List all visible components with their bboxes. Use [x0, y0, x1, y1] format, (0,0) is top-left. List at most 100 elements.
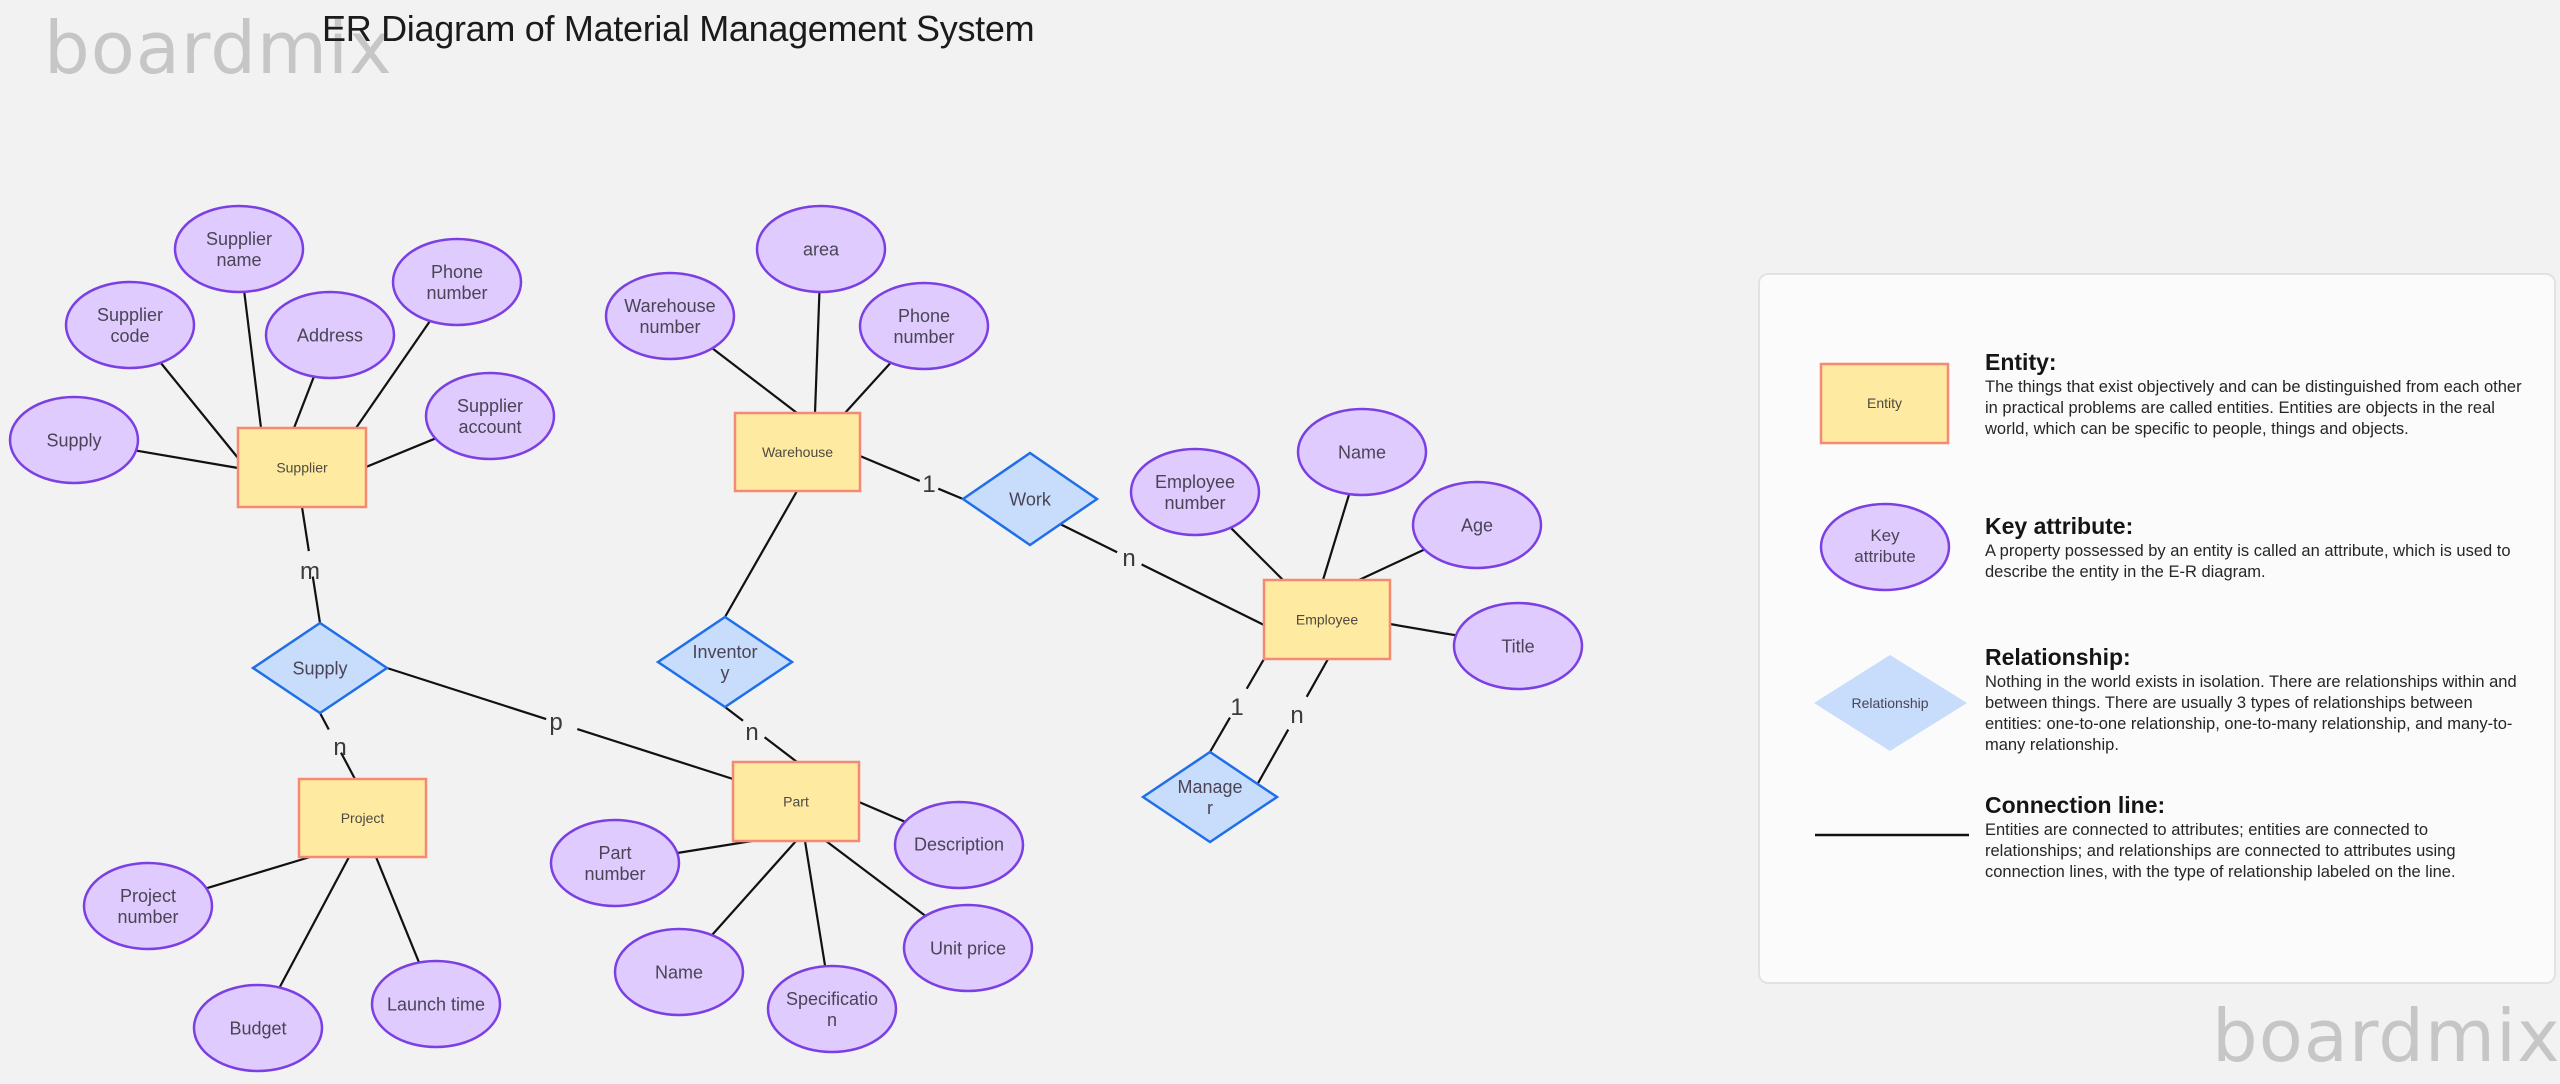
legend-relationship: Relationship: Nothing in the world exist… — [1985, 644, 2525, 756]
attribute-supplier-1-label: Supply — [46, 430, 101, 450]
relationship-work[interactable]: Work — [960, 451, 1100, 547]
connector-part-attr-5 — [858, 800, 906, 823]
relation-line-supplier-supply-b — [311, 576, 322, 624]
attribute-part-2[interactable]: Name — [613, 927, 745, 1017]
cardinality-work-employee: n — [1122, 545, 1135, 572]
cardinality-supply-part: p — [549, 709, 562, 736]
relationship-supply-diamond — [250, 621, 390, 715]
diagram-shapes: SupplierWarehousePartProjectEmployeeSupp… — [8, 204, 1584, 1073]
attribute-employee-3[interactable]: Age — [1411, 480, 1543, 570]
attribute-ellipse — [755, 204, 887, 294]
attribute-supplier-5-label-line2: number — [426, 283, 487, 303]
attribute-project-1-label-line1: Project — [120, 886, 176, 906]
entity-part-label: Part — [783, 793, 809, 809]
entity-project[interactable]: Project — [297, 777, 428, 859]
connector-warehouse-attr-3 — [844, 361, 892, 414]
attribute-ellipse — [1411, 480, 1543, 570]
legend-panel: Entity Key attribute Relationship Entity… — [1758, 273, 2556, 984]
attribute-ellipse — [192, 983, 324, 1073]
relation-line-employee-manager-n-a — [1305, 658, 1329, 698]
relationship-work-diamond — [960, 451, 1100, 547]
entity-warehouse[interactable]: Warehouse — [733, 411, 862, 493]
attribute-supplier-1[interactable]: Supply — [8, 395, 140, 485]
cardinality-employee-manager-1: 1 — [1230, 694, 1243, 721]
attribute-supplier-2-label-line2: code — [110, 326, 149, 346]
cardinality-warehouse-work: 1 — [922, 471, 935, 498]
attribute-warehouse-2[interactable]: area — [755, 204, 887, 294]
legend-entity-heading: Entity: — [1985, 349, 2057, 375]
attribute-supplier-6-label-line2: account — [458, 417, 521, 437]
connector-warehouse-attr-1 — [711, 347, 798, 414]
cardinality-supply-project: n — [333, 734, 346, 761]
connector-supplier-attr-2 — [159, 362, 239, 459]
attribute-warehouse-1-label-line1: Warehouse — [624, 296, 715, 316]
relation-line-work-employee-a — [1059, 523, 1118, 554]
legend-key-attribute-sample: Key attribute — [1819, 502, 1951, 592]
relationship-supply[interactable]: Supply — [250, 621, 390, 715]
attribute-supplier-4[interactable]: Address — [264, 290, 396, 380]
relation-line-supply-project-b — [340, 752, 356, 780]
attribute-part-3-label-line1: Specificatio — [786, 989, 878, 1009]
relationship-supply-label: Supply — [292, 658, 347, 678]
attribute-warehouse-1-label-line2: number — [639, 317, 700, 337]
attribute-employee-4[interactable]: Title — [1452, 601, 1584, 691]
legend-key-attribute-heading: Key attribute: — [1985, 513, 2134, 539]
relation-line-employee-manager-n-b — [1256, 729, 1290, 786]
relation-line-supplier-supply-a — [300, 506, 310, 552]
legend-samples: Entity Key attribute Relationship — [1814, 362, 1969, 837]
legend-key-attribute: Key attribute: A property possessed by a… — [1985, 513, 2525, 583]
relationship-inventory-diamond — [655, 615, 795, 709]
entity-part[interactable]: Part — [731, 760, 861, 843]
connector-part-attr-1 — [677, 839, 753, 855]
connector-employee-attr-1 — [1229, 526, 1284, 581]
attribute-employee-1-label-line1: Employee — [1155, 472, 1235, 492]
relationship-work-label: Work — [1009, 489, 1052, 509]
attribute-ellipse — [613, 927, 745, 1017]
relationship-manager-label-line1: Manage — [1177, 777, 1242, 797]
legend-relationship-sample-label: Relationship — [1851, 695, 1928, 711]
attribute-part-4[interactable]: Unit price — [902, 903, 1034, 993]
attribute-warehouse-2-label: area — [803, 239, 840, 259]
attribute-supplier-3-label-line2: name — [216, 250, 261, 270]
attribute-ellipse — [173, 204, 305, 294]
attribute-part-5[interactable]: Description — [893, 800, 1025, 890]
attribute-employee-2[interactable]: Name — [1296, 407, 1428, 497]
entity-employee[interactable]: Employee — [1262, 578, 1392, 661]
attribute-employee-2-label: Name — [1338, 442, 1386, 462]
entity-supplier[interactable]: Supplier — [236, 426, 368, 509]
connector-supplier-attr-5 — [355, 320, 431, 429]
relationship-inventory-label-line1: Inventor — [692, 642, 757, 662]
legend-relationship-heading: Relationship: — [1985, 644, 2131, 670]
entity-employee-box — [1262, 578, 1392, 661]
legend-relationship-description: Nothing in the world exists in isolation… — [1985, 673, 2517, 754]
connection-lines — [135, 291, 1457, 989]
entity-project-box — [297, 777, 428, 859]
relation-line-supply-project-a — [319, 712, 330, 731]
attribute-ellipse — [902, 903, 1034, 993]
cardinality-inventory-part: n — [745, 719, 758, 746]
legend-connection-line-heading: Connection line: — [1985, 792, 2166, 818]
attribute-project-2[interactable]: Budget — [192, 983, 324, 1073]
attribute-part-1-label-line2: number — [584, 864, 645, 884]
connector-project-attr-2 — [278, 856, 350, 989]
attribute-supplier-3-label-line1: Supplier — [206, 229, 272, 249]
attribute-ellipse — [424, 371, 556, 461]
watermark-top: boardmix — [44, 6, 393, 90]
entity-project-label: Project — [341, 810, 385, 826]
entity-supplier-label: Supplier — [276, 459, 328, 475]
attribute-project-3[interactable]: Launch time — [370, 959, 502, 1049]
watermark-bottom: boardmix — [2212, 994, 2560, 1078]
attribute-ellipse — [8, 395, 140, 485]
